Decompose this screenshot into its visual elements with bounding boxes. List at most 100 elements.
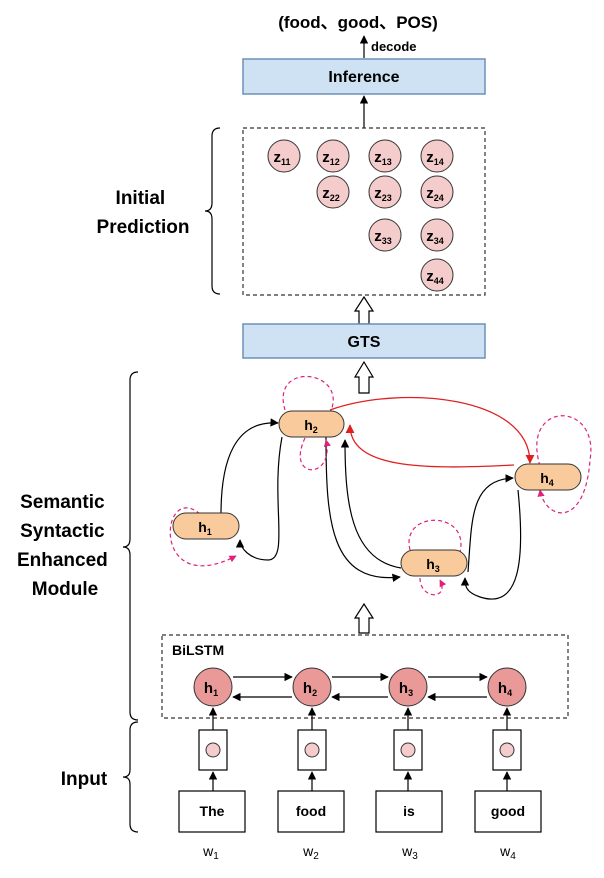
initial-prediction-line-1: Initial — [116, 188, 166, 209]
self-loop-h4 — [536, 415, 592, 514]
z-node-sub: 24 — [434, 193, 444, 203]
z-node-base: z — [322, 149, 330, 166]
word-box — [375, 790, 443, 833]
output-prefix: (food — [278, 13, 320, 32]
graph-node-h2: h2 — [278, 410, 345, 438]
self-loops — [169, 376, 592, 596]
module-to-gts-hollow-arrow — [353, 360, 375, 394]
svg-text:h3: h3 — [426, 556, 440, 574]
svg-text:z44: z44 — [426, 268, 444, 286]
edge-h3-h4 — [467, 474, 514, 573]
edge-h3-h2 — [340, 439, 402, 569]
word-text: good — [491, 803, 525, 819]
word-box — [277, 790, 345, 833]
self-loop-h1 — [169, 507, 237, 567]
z-node-base: z — [426, 185, 434, 202]
bilstm-node-h3: h3 — [388, 667, 428, 707]
red-edges — [329, 396, 535, 468]
z-node-sub: 11 — [281, 157, 291, 167]
word-text: food — [296, 803, 326, 819]
word-index-label: w1 — [202, 843, 219, 862]
module-line-3: Enhanced — [17, 550, 108, 571]
self-loop-h3 — [408, 519, 462, 596]
z-node-33: z33 — [368, 218, 402, 252]
brace-input — [122, 721, 139, 833]
svg-text:z33: z33 — [374, 228, 392, 246]
z-node-44: z44 — [420, 258, 454, 292]
bilstm-to-graph-hollow-arrow — [353, 602, 375, 634]
z-node-14: z14 — [420, 139, 454, 173]
graph-node-base: h — [304, 417, 313, 433]
decode-label: decode — [371, 39, 417, 54]
bilstm-node-h1: h1 — [193, 667, 233, 707]
z-node-34: z34 — [420, 218, 454, 252]
brace-module — [122, 371, 139, 721]
graph-node-sub: 1 — [207, 527, 212, 537]
bilstm-node-h2: h2 — [292, 667, 332, 707]
z-node-12: z12 — [316, 139, 350, 173]
z-node-base: z — [426, 228, 434, 245]
z-node-base: z — [322, 185, 330, 202]
svg-text:z22: z22 — [322, 185, 340, 203]
word-box — [474, 790, 542, 833]
bilstm-node-base: h — [204, 680, 213, 697]
output-separator: 、 — [379, 13, 396, 32]
bilstm-node-base: h — [498, 680, 507, 697]
input-label: Input — [61, 769, 108, 790]
inference-label: Inference — [328, 69, 399, 86]
output-polarity: POS — [396, 13, 432, 32]
word-text: The — [200, 803, 225, 819]
svg-text:z34: z34 — [426, 228, 444, 246]
svg-text:h4: h4 — [540, 470, 554, 488]
z-node-sub: 23 — [382, 193, 392, 203]
z-node-22: z22 — [316, 175, 350, 209]
bilstm-node-sub: 4 — [507, 688, 512, 698]
edge-h2-h1 — [235, 436, 283, 561]
edge-h2-h4-red — [329, 396, 535, 464]
input-column-4: good w4 — [474, 707, 542, 862]
svg-text:z24: z24 — [426, 185, 444, 203]
z-node-sub: 12 — [330, 157, 340, 167]
module-line-4: Module — [32, 579, 99, 600]
bilstm-node-base: h — [399, 680, 408, 697]
word-text: is — [403, 803, 415, 819]
svg-text:z23: z23 — [374, 185, 392, 203]
z-node-base: z — [426, 268, 434, 285]
input-column-1: The w1 — [178, 707, 246, 862]
z-node-24: z24 — [420, 175, 454, 209]
embedding-dot — [499, 742, 515, 758]
gts-box — [242, 323, 486, 359]
svg-text:h4: h4 — [498, 680, 512, 698]
brace-initial-prediction — [204, 127, 221, 295]
z-node-sub: 33 — [382, 236, 392, 246]
module-line-2: Syntactic — [20, 521, 105, 542]
svg-text:z12: z12 — [322, 149, 340, 167]
bilstm-node-h4: h4 — [487, 667, 527, 707]
svg-text:h2: h2 — [303, 680, 317, 698]
output-separator: 、 — [321, 13, 338, 32]
z-node-base: z — [374, 149, 382, 166]
graph-node-base: h — [540, 470, 549, 486]
bilstm-node-sub: 1 — [213, 688, 218, 698]
svg-text:h1: h1 — [198, 519, 212, 537]
z-node-base: z — [374, 228, 382, 245]
embedding-dot — [400, 742, 416, 758]
bilstm-connections — [232, 672, 488, 702]
output-triplet: (food、good、POS) — [278, 13, 438, 32]
svg-text:z14: z14 — [426, 149, 444, 167]
gts-label: GTS — [348, 334, 381, 351]
graph-node-sub: 4 — [549, 478, 554, 488]
graph-node-base: h — [426, 556, 435, 572]
word-index-label: w3 — [401, 843, 418, 862]
output-suffix: ) — [432, 13, 438, 32]
input-column-3: is w3 — [375, 707, 443, 862]
bilstm-box — [161, 634, 569, 719]
edge-h4-h3 — [460, 489, 522, 600]
z-node-sub: 44 — [434, 276, 444, 286]
embedding-dot — [304, 742, 320, 758]
word-index-label: w4 — [499, 843, 516, 862]
z-node-sub: 34 — [434, 236, 444, 246]
self-loop-h2 — [282, 376, 334, 471]
z-node-base: z — [374, 185, 382, 202]
z-grid: z11 z12 z13 z14 z22 z23 z24 z33 — [267, 139, 454, 292]
